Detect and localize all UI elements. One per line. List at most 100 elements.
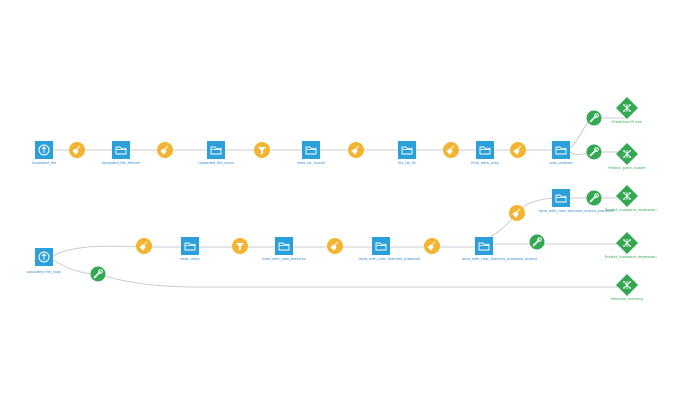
model-node-dot xyxy=(629,239,631,241)
dataset-node[interactable] xyxy=(207,141,225,159)
folder-icon xyxy=(115,146,127,155)
dataset-square xyxy=(372,237,390,255)
recipe-node[interactable] xyxy=(232,238,248,254)
flow-edge xyxy=(52,245,484,257)
model-node-dot xyxy=(629,150,631,152)
dataset-label: data_with_new_features_prepared xyxy=(359,257,421,261)
dataset-label: Uploaded_file_filtered xyxy=(101,161,141,165)
dataset-node[interactable] xyxy=(181,237,199,255)
dataset-square xyxy=(302,141,320,159)
model-node-dot xyxy=(629,245,631,247)
dataset-label: prep_dataset xyxy=(549,161,573,165)
broom-icon xyxy=(72,145,81,155)
model-icon xyxy=(623,104,631,112)
model-node[interactable] xyxy=(616,185,638,207)
recipe-node[interactable] xyxy=(509,205,525,221)
recipe-node[interactable] xyxy=(69,142,85,158)
dataset-node[interactable] xyxy=(475,237,493,255)
dataset-label: data_clean xyxy=(180,257,200,261)
dataset-node[interactable] xyxy=(476,141,494,159)
model-node[interactable] xyxy=(616,232,638,254)
model-node-dot xyxy=(629,281,631,283)
dataset-node[interactable] xyxy=(112,141,130,159)
recipe-node[interactable] xyxy=(348,142,364,158)
model-node-dot xyxy=(623,281,625,283)
recipe-node[interactable] xyxy=(327,238,343,254)
upload-icon xyxy=(38,144,50,156)
dataset-square xyxy=(112,141,130,159)
model-node[interactable] xyxy=(616,143,638,165)
model-node-dot xyxy=(623,192,625,194)
dataset-square xyxy=(275,237,293,255)
model-node-dot xyxy=(623,150,625,152)
model-label: Predict_hardware_regression xyxy=(605,208,657,212)
recipe-node[interactable] xyxy=(157,142,173,158)
dataset-square xyxy=(475,237,493,255)
model-node-dot xyxy=(629,287,631,289)
model-node-dot xyxy=(629,156,631,158)
model-node-dot xyxy=(623,287,625,289)
folder-icon xyxy=(479,146,491,155)
folder-icon xyxy=(305,146,317,155)
model-icon xyxy=(623,239,631,247)
dataset-square xyxy=(181,237,199,255)
dataset-node[interactable] xyxy=(35,248,53,266)
broom-icon xyxy=(512,208,521,218)
model-icon xyxy=(623,192,631,200)
folder-icon xyxy=(555,146,567,155)
train-recipe-node[interactable] xyxy=(586,190,602,206)
dataset-node[interactable] xyxy=(372,237,390,255)
filter-icon xyxy=(258,147,266,155)
model-node-dot xyxy=(623,245,625,247)
broom-icon xyxy=(513,145,522,155)
train-recipe-node[interactable] xyxy=(529,234,545,250)
model-node-dot xyxy=(623,239,625,241)
broom-icon xyxy=(351,145,360,155)
model-node-dot xyxy=(629,192,631,194)
broom-icon xyxy=(139,241,148,251)
model-node-dot xyxy=(623,156,625,158)
model-label: Predict_hardware_regression xyxy=(605,255,657,259)
recipe-node[interactable] xyxy=(254,142,270,158)
recipe-node[interactable] xyxy=(424,238,440,254)
broom-icon xyxy=(446,145,455,155)
wrench-head xyxy=(98,269,103,274)
broom-icon xyxy=(160,145,169,155)
model-node-dot xyxy=(629,198,631,200)
model-label: Prediction Prices xyxy=(612,120,642,124)
folder-icon xyxy=(478,242,490,251)
dataset-label: final_data_prep xyxy=(471,161,499,165)
recipe-node[interactable] xyxy=(136,238,152,254)
dataset-square xyxy=(552,141,570,159)
dataset-square xyxy=(207,141,225,159)
folder-icon xyxy=(375,242,387,251)
folder-icon xyxy=(555,194,567,203)
broom-icon xyxy=(330,241,339,251)
dataset-node[interactable] xyxy=(275,237,293,255)
dataset-label: Uploaded_file_clean xyxy=(198,161,234,165)
dataset-label: data_with_new_features xyxy=(262,257,306,261)
dataset-label: uploaded_file_copy xyxy=(26,270,62,274)
train-recipe-node[interactable] xyxy=(586,110,602,126)
model-node-dot xyxy=(623,198,625,200)
model-node[interactable] xyxy=(616,274,638,296)
dataset-label: data_with_new_features_prepared_scaled xyxy=(462,257,537,261)
upload-icon xyxy=(38,251,50,263)
dataset-node[interactable] xyxy=(35,141,53,159)
dataset-node[interactable] xyxy=(552,141,570,159)
model-node[interactable] xyxy=(616,97,638,119)
folder-icon xyxy=(184,242,196,251)
dataset-node[interactable] xyxy=(552,189,570,207)
recipe-node[interactable] xyxy=(443,142,459,158)
model-icon xyxy=(623,281,631,289)
dataset-node[interactable] xyxy=(302,141,320,159)
wrench-head xyxy=(594,113,599,118)
dataset-square xyxy=(476,141,494,159)
model-node-dot xyxy=(629,104,631,106)
train-recipe-node[interactable] xyxy=(586,144,602,160)
train-recipe-node[interactable] xyxy=(90,266,106,282)
dataset-node[interactable] xyxy=(398,141,416,159)
wrench-head xyxy=(537,237,542,242)
recipe-node[interactable] xyxy=(510,142,526,158)
folder-icon xyxy=(210,146,222,155)
